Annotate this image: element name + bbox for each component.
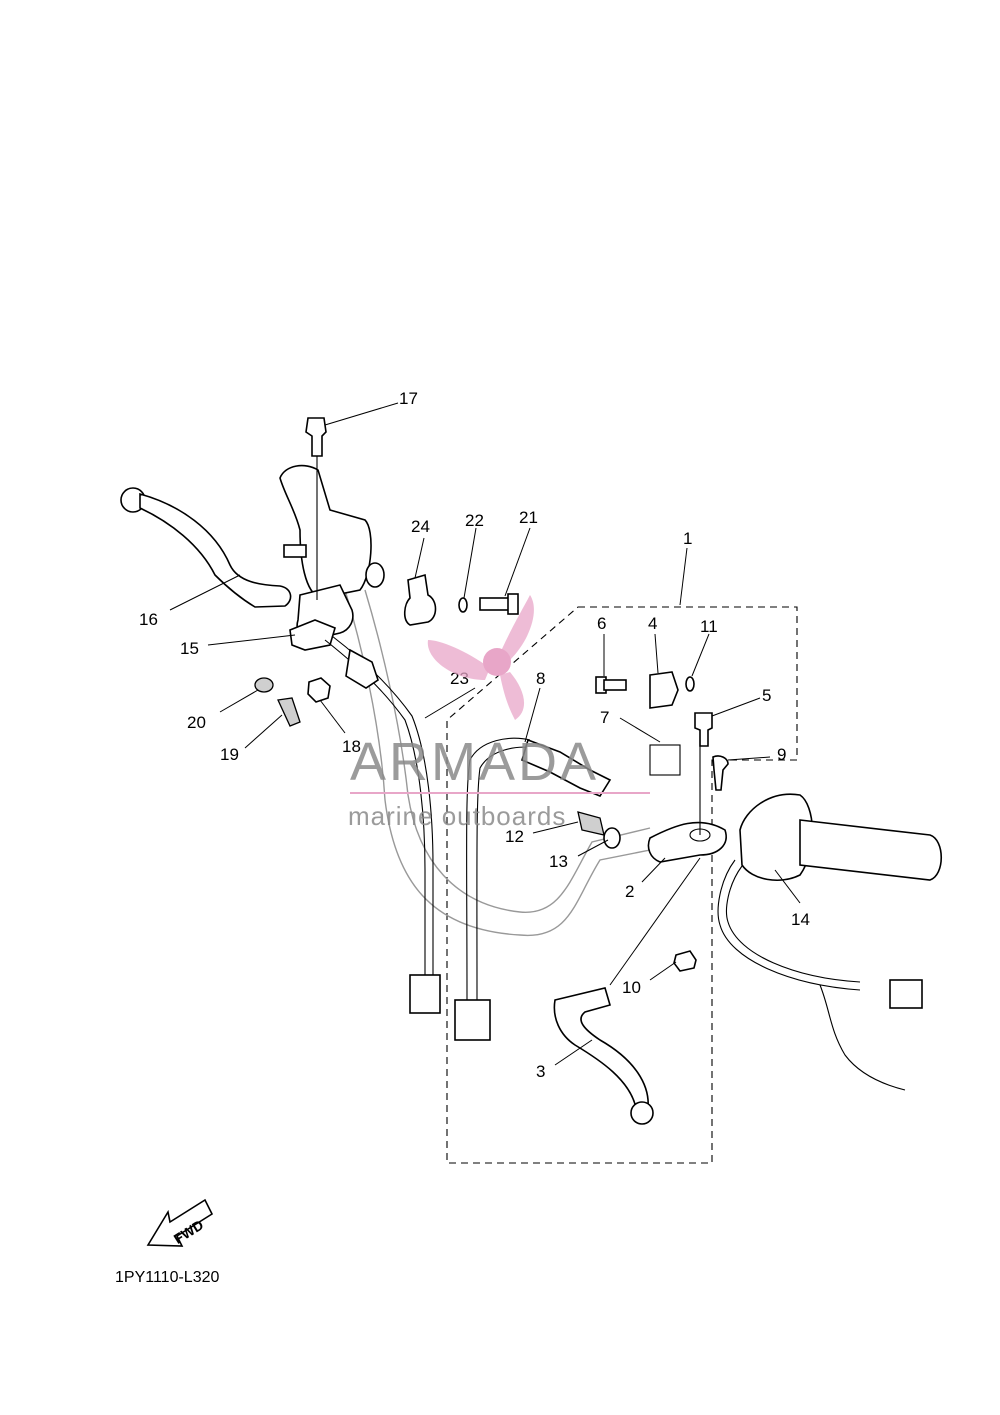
switch-assembly-14 [717,793,942,1091]
switch-15 [289,619,336,651]
callout-labels: 1 2 3 4 5 6 7 8 9 10 11 12 13 14 15 16 1… [139,389,810,1081]
callout-12: 12 [505,827,524,846]
washer-22 [458,597,468,613]
callout-7: 7 [600,708,609,727]
nut-20 [254,677,274,693]
callout-8: 8 [536,669,545,688]
callout-20: 20 [187,713,206,732]
callout-9: 9 [777,745,786,764]
callout-21: 21 [519,508,538,527]
watermark-tagline: marine outboards [348,801,566,831]
cable-adjuster [345,648,379,689]
connector-middle [454,999,491,1041]
bolt-17 [305,417,327,600]
callout-4: 4 [648,614,657,633]
callout-16: 16 [139,610,158,629]
holder-2 [647,821,727,863]
callout-14: 14 [791,910,810,929]
connector-left [409,974,441,1014]
callout-1: 1 [683,529,692,548]
callout-24: 24 [411,517,430,536]
callout-13: 13 [549,852,568,871]
master-cylinder [279,464,385,641]
switch-8 [521,738,612,797]
nut-18 [307,677,331,703]
callout-2: 2 [625,882,634,901]
nut-10 [673,950,697,972]
callout-5: 5 [762,686,771,705]
callout-22: 22 [465,511,484,530]
washer-11 [685,676,695,692]
callout-11: 11 [700,617,718,636]
bracket-24 [403,573,437,626]
bolt-6 [595,676,627,694]
lever-3 [553,987,649,1109]
leader-lines [169,402,801,1066]
cable-8-b [476,746,535,1001]
handlebar-outline-inner [364,589,651,913]
screw-9 [712,755,729,791]
watermark: ARMADA marine outboards [348,595,650,831]
propeller-logo [427,595,534,720]
callout-15: 15 [180,639,199,658]
spring-7-box [649,744,681,776]
bolt-5 [694,712,713,747]
lever-3-ball [630,1101,654,1125]
adjuster-12 [577,811,605,836]
callout-6: 6 [597,614,606,633]
cable-8 [466,737,531,1001]
callout-19: 19 [220,745,239,764]
holder-4 [649,671,679,709]
screw-21 [479,593,519,615]
callout-10: 10 [622,978,641,997]
nut-13 [603,827,621,849]
watermark-brand: ARMADA [350,732,599,792]
left-lever [120,487,292,608]
callout-17: 17 [399,389,418,408]
part-code: 1PY1110-L320 [115,1269,219,1286]
callout-18: 18 [342,737,361,756]
screw-19 [277,697,301,727]
callout-3: 3 [536,1062,545,1081]
fwd-arrow: FWD [146,1198,214,1247]
